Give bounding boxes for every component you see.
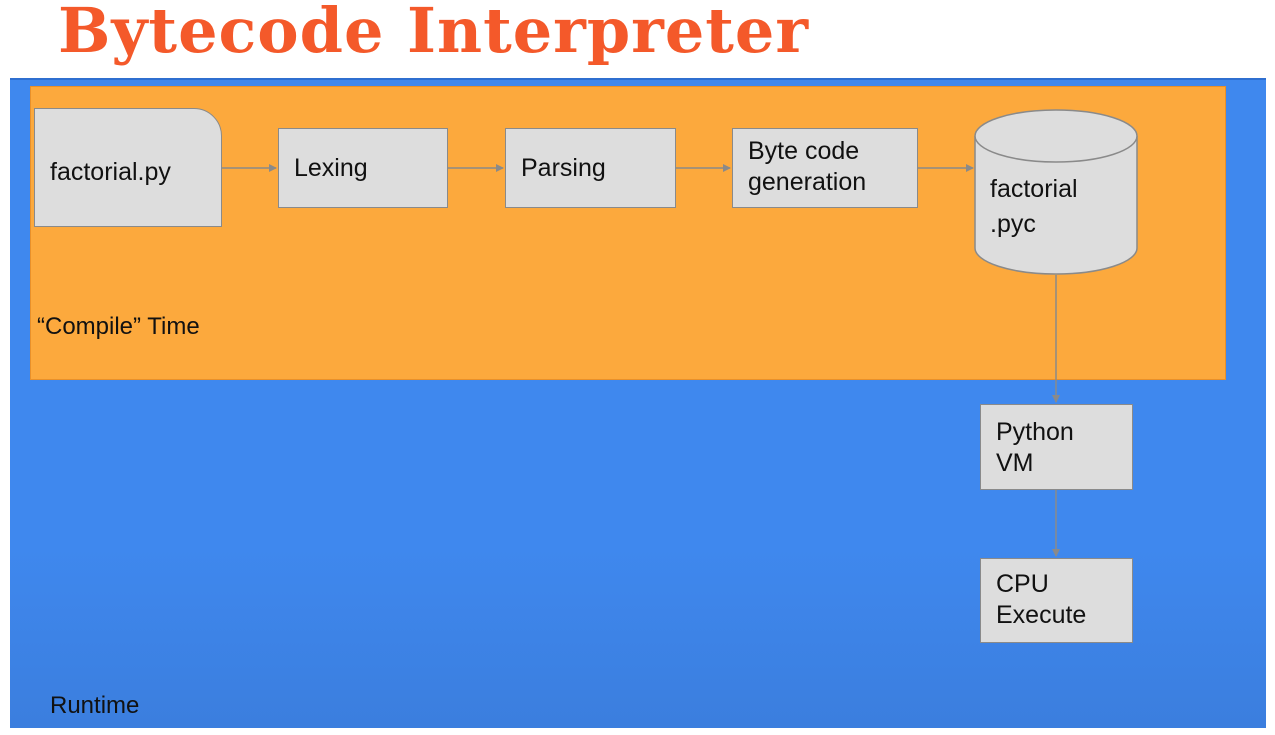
cpu-execute-label-line2: Execute xyxy=(996,601,1087,629)
source-file-node: factorial.py xyxy=(34,108,222,227)
parsing-label: Parsing xyxy=(521,154,606,182)
pyc-file-label: factorial .pyc xyxy=(990,172,1078,242)
bytecode-generation-label-line1: Byte code xyxy=(748,137,860,165)
bytecode-generation-label-line2: generation xyxy=(748,168,867,196)
python-vm-label-line1: Python xyxy=(996,418,1074,446)
bytecode-generation-node: Byte code generation xyxy=(732,128,918,208)
slide-title: Bytecode Interpreter xyxy=(58,0,810,67)
python-vm-node: Python VM xyxy=(980,404,1133,490)
pyc-label-line2: .pyc xyxy=(990,210,1036,238)
lexing-node: Lexing xyxy=(278,128,448,208)
source-file-label: factorial.py xyxy=(50,158,171,186)
runtime-label: Runtime xyxy=(50,692,140,719)
python-vm-label-line2: VM xyxy=(996,449,1034,477)
lexing-label: Lexing xyxy=(294,154,368,182)
compile-time-label: “Compile” Time xyxy=(37,313,200,340)
pyc-label-line1: factorial xyxy=(990,175,1078,203)
cpu-execute-node: CPU Execute xyxy=(980,558,1133,643)
parsing-node: Parsing xyxy=(505,128,676,208)
cpu-execute-label-line1: CPU xyxy=(996,570,1049,598)
